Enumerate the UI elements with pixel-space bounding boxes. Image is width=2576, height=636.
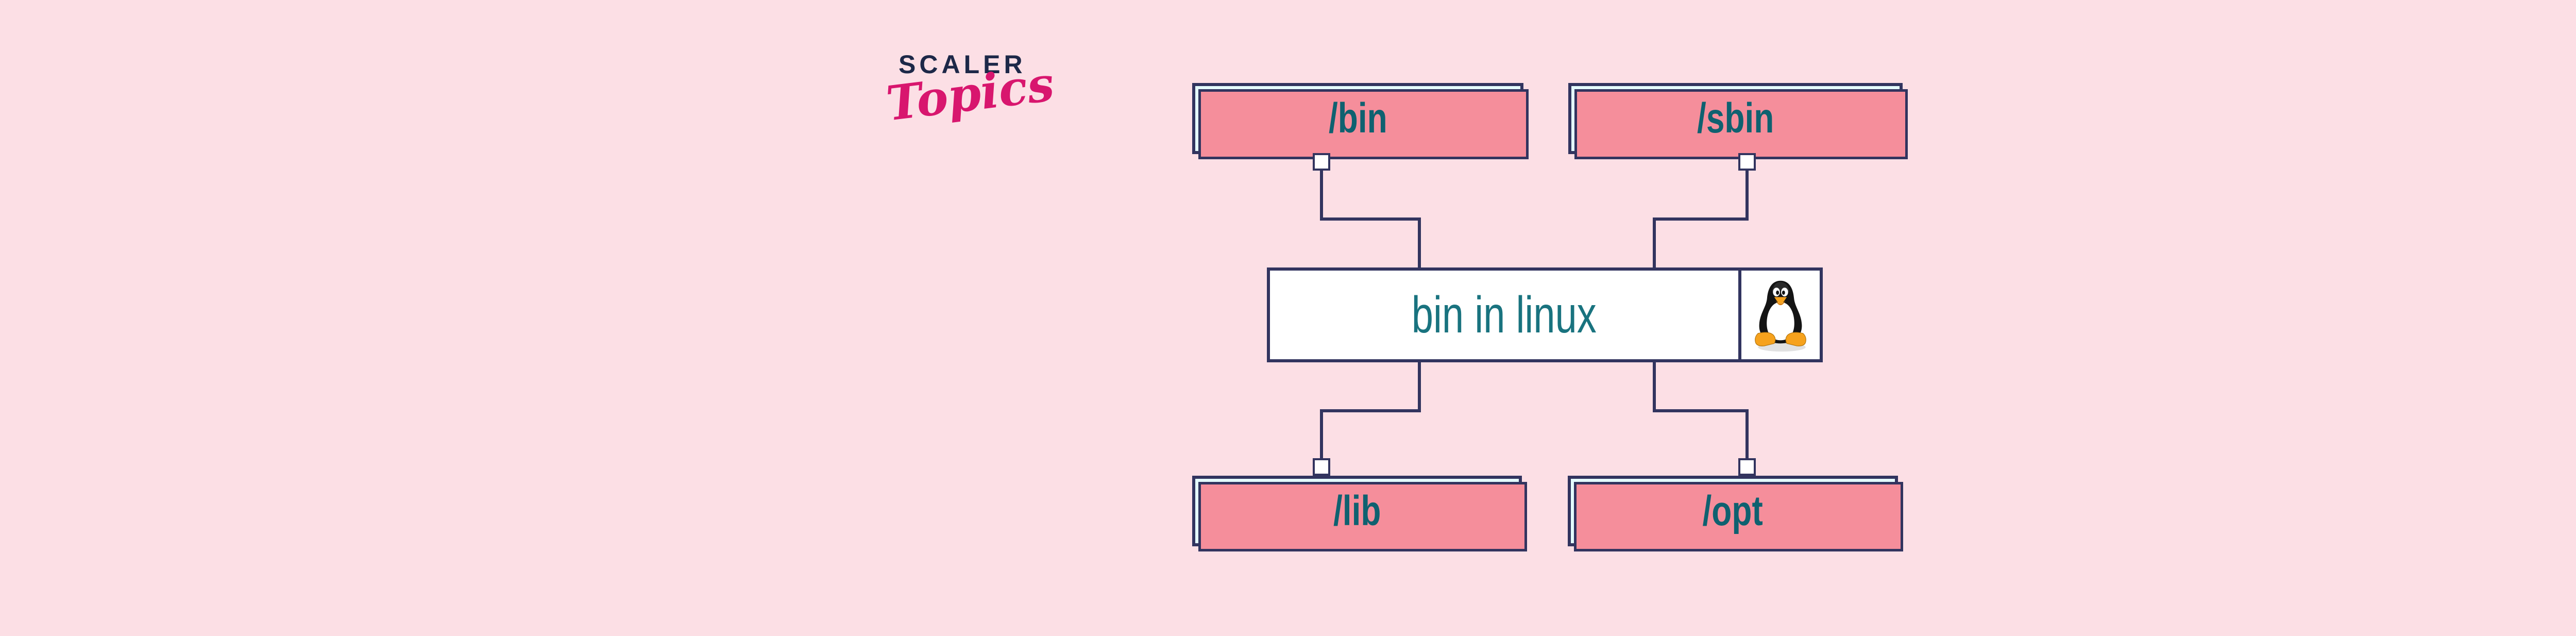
connector-line: [1653, 361, 1656, 412]
node-shadow: [1574, 89, 1908, 159]
center-label-cell: bin in linux: [1270, 271, 1738, 359]
connector-line: [1653, 217, 1656, 270]
node-bin: /bin: [1192, 83, 1529, 159]
node-sbin: /sbin: [1568, 83, 1908, 159]
connector-line: [1745, 409, 1749, 476]
connector-anchor: [1313, 153, 1330, 171]
node-sbin-label: /sbin: [1697, 95, 1774, 142]
center-label: bin in linux: [1411, 286, 1597, 344]
scaler-topics-logo: SCALER Topics: [884, 46, 1057, 144]
tux-penguin-icon: [1738, 271, 1820, 359]
connector-anchor: [1738, 458, 1756, 476]
node-shadow: [1574, 482, 1903, 551]
connector-line: [1418, 361, 1421, 412]
connector-line: [1418, 217, 1421, 270]
connector-line: [1653, 217, 1749, 221]
connector-anchor: [1738, 153, 1756, 171]
center-node-bin-in-linux: bin in linux: [1267, 267, 1823, 362]
connector-line: [1320, 409, 1421, 412]
connector-line: [1320, 217, 1421, 221]
connector-line: [1320, 409, 1323, 476]
logo-scaler-text: SCALER: [899, 50, 1026, 79]
node-lib: /lib: [1192, 476, 1527, 551]
connector-line: [1745, 164, 1749, 221]
connector-anchor: [1313, 458, 1330, 476]
node-shadow: [1198, 482, 1527, 551]
node-opt-label: /opt: [1702, 487, 1764, 534]
connector-line: [1653, 409, 1749, 412]
node-shadow: [1198, 89, 1529, 159]
node-opt: /opt: [1568, 476, 1903, 551]
connector-line: [1320, 164, 1323, 221]
node-lib-label: /lib: [1333, 487, 1381, 534]
node-bin-label: /bin: [1328, 95, 1387, 142]
